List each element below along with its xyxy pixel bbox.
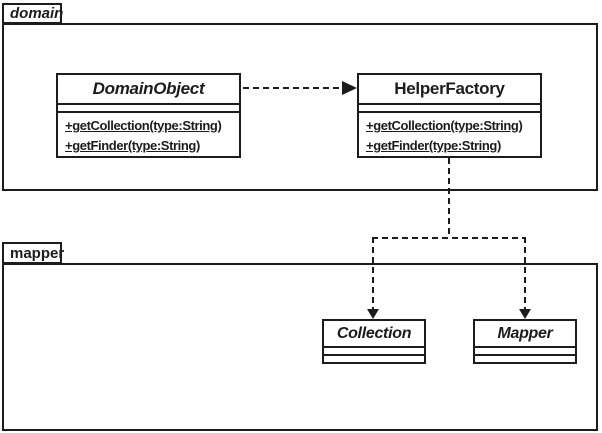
class-mapper-attributes-compartment	[475, 346, 575, 354]
class-domainobject-name: DomainObject	[92, 79, 205, 98]
class-collection-attributes-compartment	[324, 346, 424, 354]
class-helperfactory-attributes-compartment	[359, 103, 540, 111]
package-domain-label: domain	[10, 5, 64, 22]
class-domainobject-attributes-compartment	[58, 103, 239, 111]
class-helperfactory: HelperFactory +getCollection(type:String…	[357, 73, 542, 158]
class-mapper-name: Mapper	[497, 325, 553, 342]
package-domain-tab: domain	[2, 3, 64, 24]
class-collection-name: Collection	[336, 325, 412, 342]
class-mapper-methods-compartment	[475, 354, 575, 362]
class-collection-methods-compartment	[324, 354, 424, 362]
arrowhead-down-collection-icon	[367, 309, 379, 319]
dashed-line-domainobject-to-helperfactory	[243, 87, 343, 89]
dashed-line-helperfactory-down	[448, 158, 450, 238]
class-helperfactory-method-getfinder: +getFinder(type:String)	[366, 138, 501, 153]
class-helperfactory-method-getcollection: +getCollection(type:String)	[366, 118, 523, 133]
class-domainobject-methods-compartment: +getCollection(type:String) +getFinder(t…	[58, 111, 239, 156]
class-helperfactory-methods-compartment: +getCollection(type:String) +getFinder(t…	[359, 111, 540, 156]
class-domainobject-method-getfinder: +getFinder(type:String)	[65, 138, 200, 153]
arrowhead-right-icon	[342, 81, 357, 95]
arrowhead-down-mapper-icon	[519, 309, 531, 319]
class-helperfactory-name: HelperFactory	[394, 79, 505, 98]
dashed-line-to-collection	[372, 237, 374, 309]
package-mapper-label: mapper	[10, 244, 65, 262]
dashed-line-branch	[372, 237, 526, 239]
class-collection: Collection	[322, 319, 426, 364]
class-mapper: Mapper	[473, 319, 577, 364]
class-domainobject-method-getcollection: +getCollection(type:String)	[65, 118, 222, 133]
class-domainobject: DomainObject +getCollection(type:String)…	[56, 73, 241, 158]
package-mapper-tab: mapper	[2, 242, 65, 264]
dashed-line-to-mapper	[524, 237, 526, 309]
